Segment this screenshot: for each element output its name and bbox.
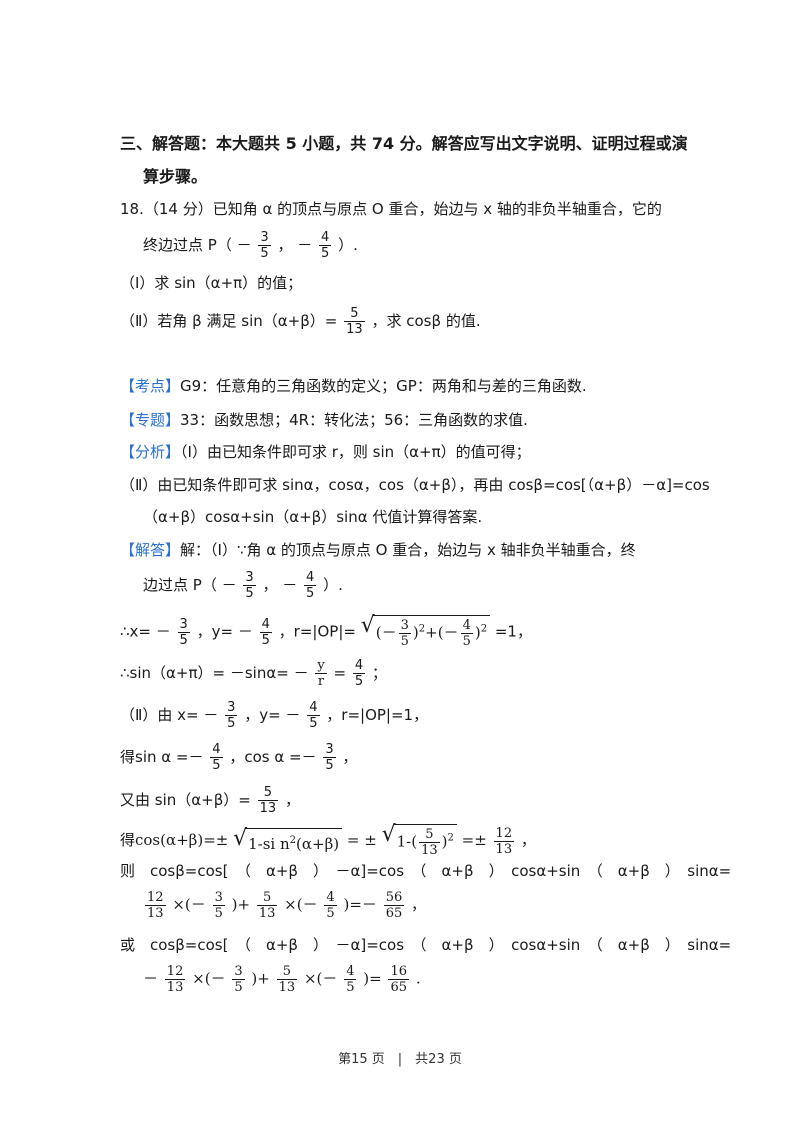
page-footer: 第15 页 | 共23 页 [338,1052,462,1067]
case-2-formula: 或 cosβ=cos[ （ α+β ） －α]=cos （ α+β ） cosα… [120,936,732,954]
sqrt-expression: √1-si n2(α+β) [233,826,343,854]
fenxi-line: 【分析】（Ⅰ）由已知条件即可求 r，则 sin（α+π）的值可得； [120,443,531,461]
fenxi-line-3: （α+β）cosα+sin（α+β）sinα 代值计算得答案. [143,508,483,526]
jieda-line: 【解答】解：（Ⅰ）∵角 α 的顶点与原点 O 重合，始边与 x 轴非负半轴重合，… [120,541,636,559]
section-title: 三、解答题：本大题共 5 小题，共 74 分。解答应写出文字说明、证明过程或演 [120,134,688,153]
section-title-cont: 算步骤。 [143,167,208,186]
kaodian-line: 【考点】G9：任意角的三角函数的定义；GP：两角和与差的三角函数. [120,377,587,395]
question-18-part-1: （Ⅰ）求 sin（α+π）的值； [120,274,303,292]
kaodian-tag: 【考点】 [120,377,181,395]
question-18-stem: 18.（14 分）已知角 α 的顶点与原点 O 重合，始边与 x 轴的非负半轴重… [120,200,662,218]
fenxi-line-2: （Ⅱ）由已知条件即可求 sinα，cosα，cos（α+β），再由 cosβ=c… [120,476,710,494]
zhuanti-tag: 【专题】 [120,411,181,429]
jieda-tag: 【解答】 [120,541,181,559]
zhuanti-line: 【专题】33：函数思想；4R：转化法；56：三角函数的求值. [120,411,528,429]
fenxi-tag: 【分析】 [120,443,181,461]
case-1-formula: 则 cosβ=cos[ （ α+β ） －α]=cos （ α+β ） cosα… [120,862,732,880]
